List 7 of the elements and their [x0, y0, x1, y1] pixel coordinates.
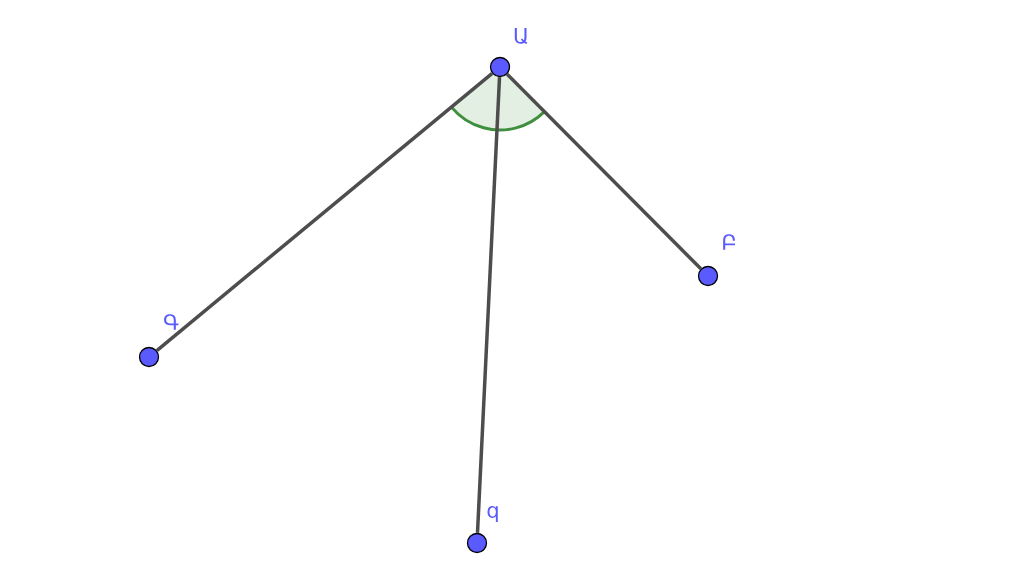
point-label: Բ — [723, 234, 735, 250]
line-segment — [505, 72, 703, 271]
line-segment — [475, 77, 502, 533]
point-label: Գ — [164, 314, 179, 330]
point-label: q — [487, 505, 498, 523]
point-label: Ա — [514, 28, 528, 44]
line-segment — [155, 72, 494, 352]
